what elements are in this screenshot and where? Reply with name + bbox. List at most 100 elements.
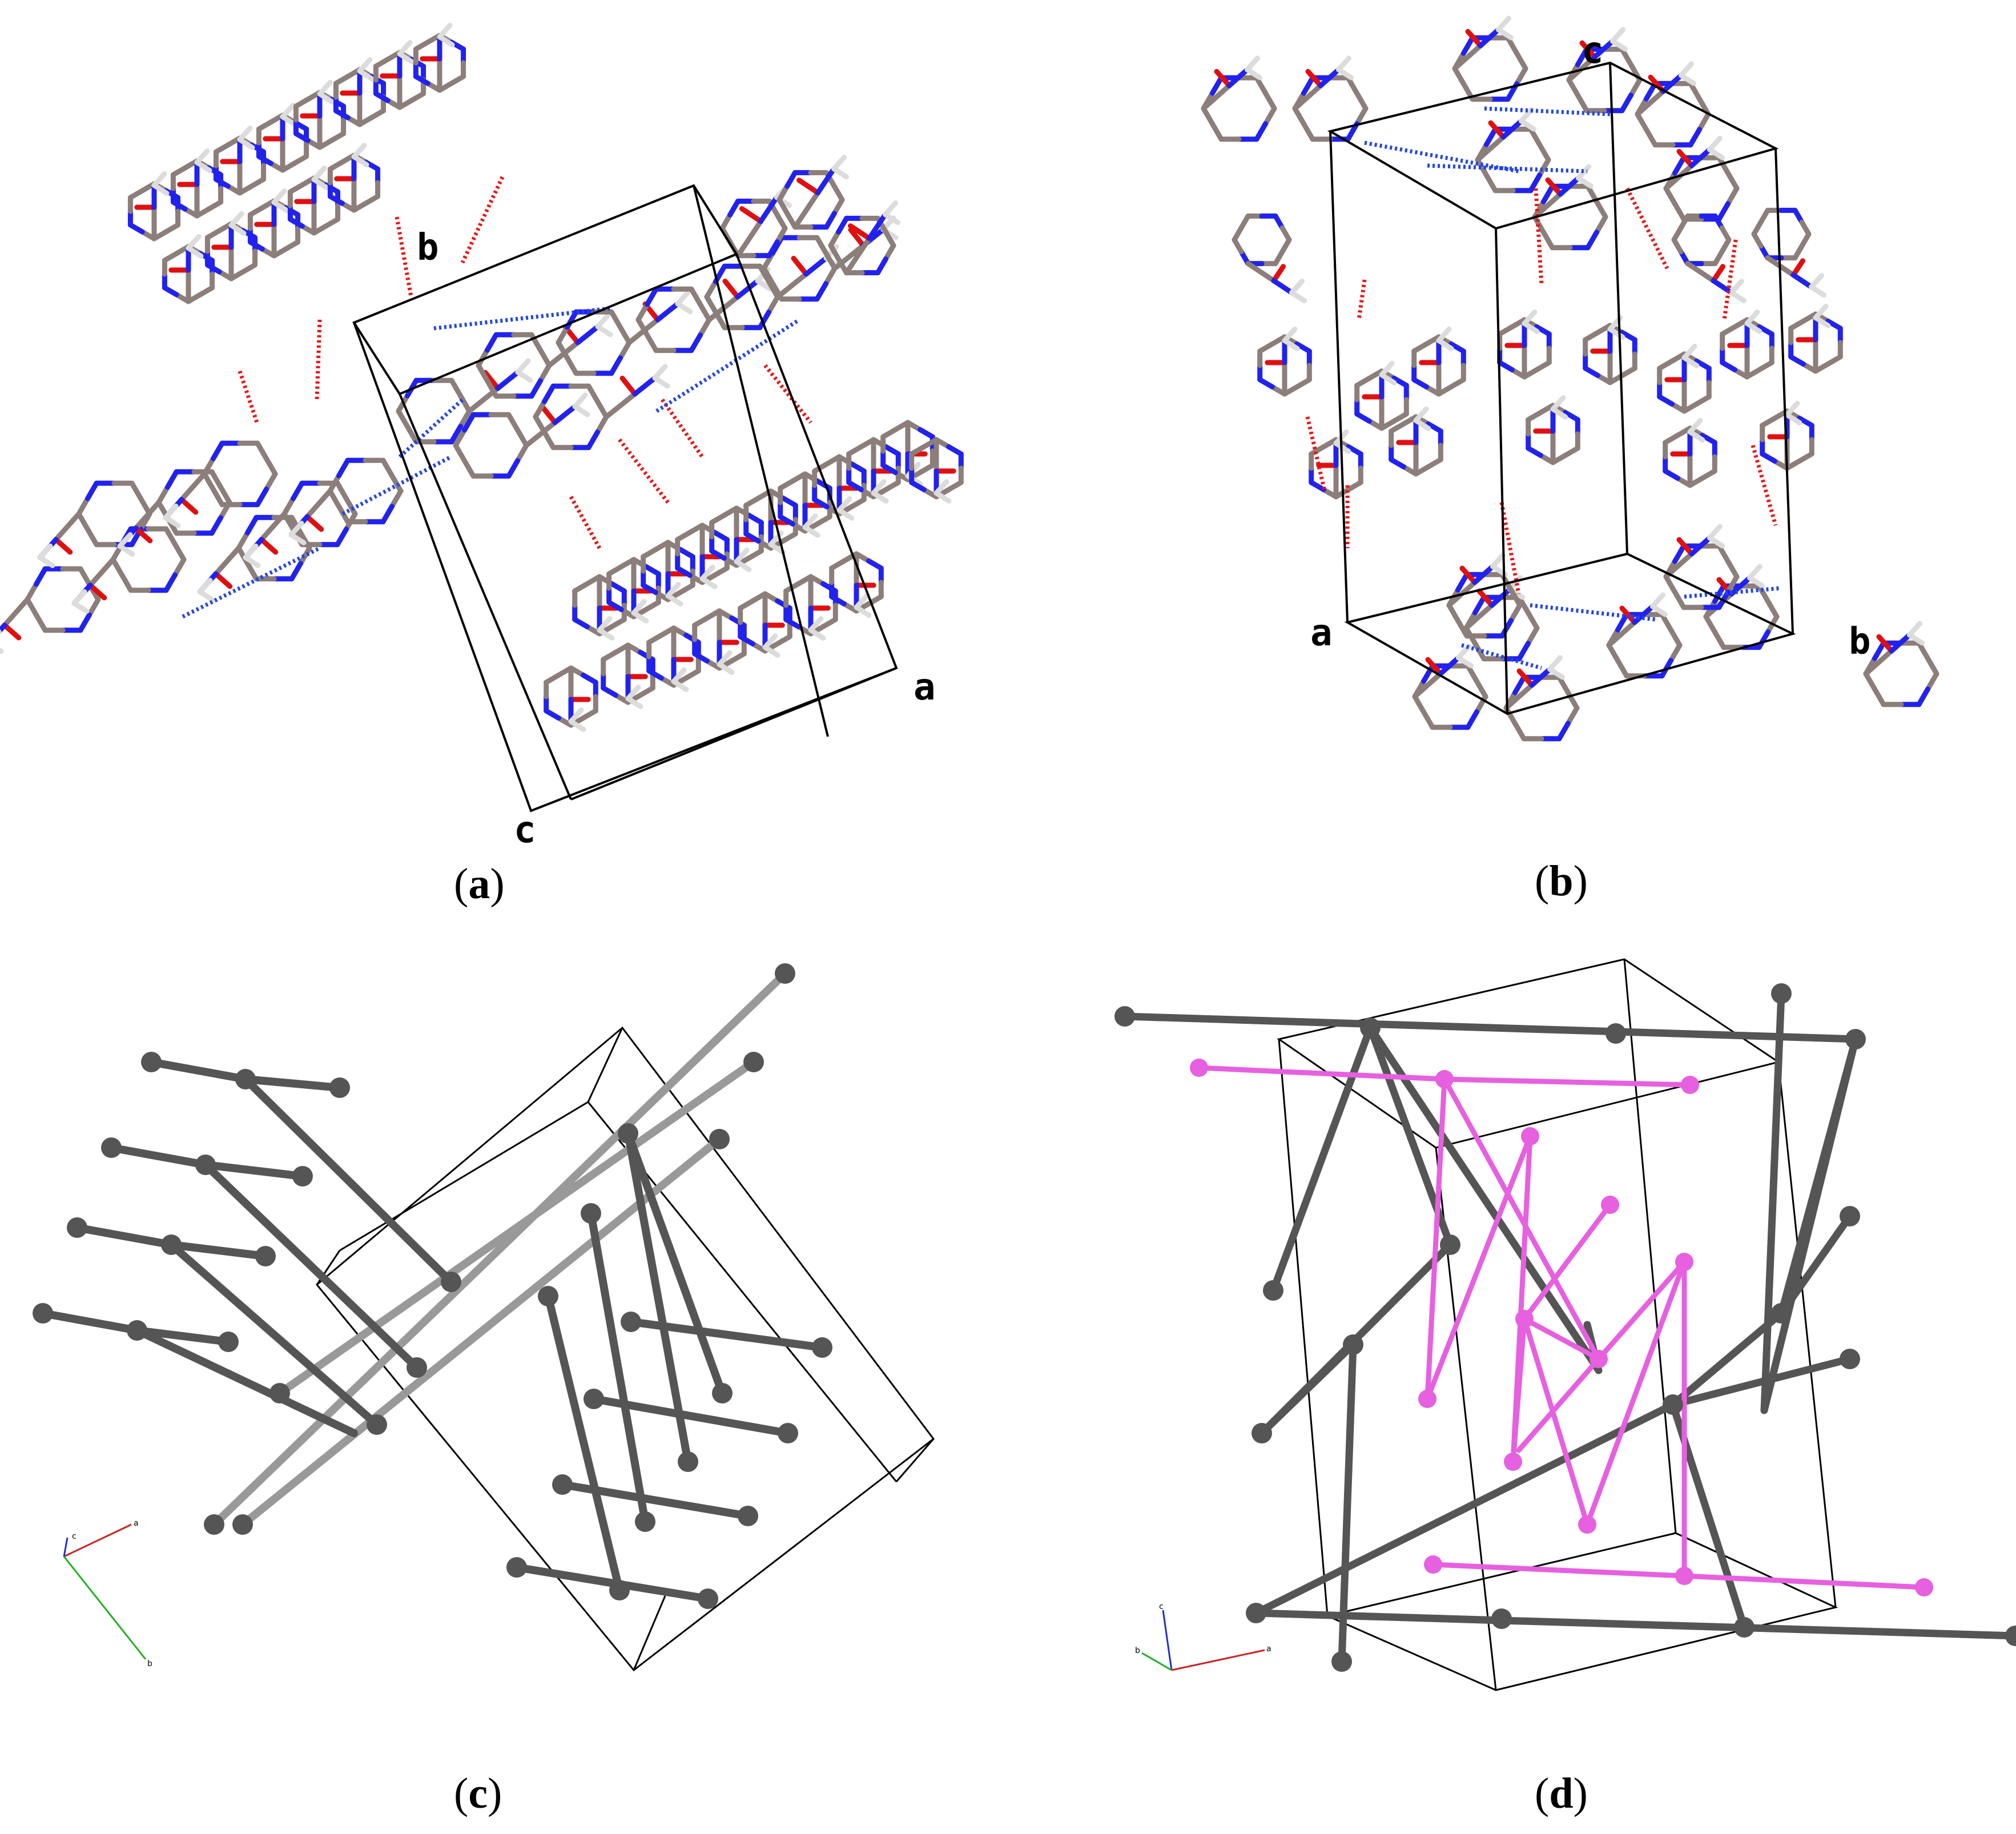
n-h-bond <box>1576 175 1594 189</box>
n-h-bond <box>515 369 533 383</box>
pyrazine-ring <box>1720 317 1774 380</box>
ring-bond <box>211 440 225 461</box>
n-h-bond-contact <box>398 398 464 458</box>
network-node <box>1840 1206 1860 1226</box>
n-h-bond <box>1650 604 1668 617</box>
ring-bond <box>336 457 351 478</box>
panel-d-triad-label-a: a <box>1266 1644 1271 1654</box>
n-h-bond <box>1282 338 1300 351</box>
c-n-bond <box>0 622 7 634</box>
panel-a-axis-label-c: c <box>514 809 536 851</box>
ring-bond <box>1663 186 1677 207</box>
n-h-bond <box>1747 575 1765 589</box>
c-n-bond <box>803 255 829 277</box>
network-edge <box>210 970 789 1529</box>
n-h-bond <box>1496 27 1514 41</box>
ring-bond <box>449 424 463 445</box>
network-node <box>1590 1350 1608 1368</box>
ring-bond <box>1254 75 1268 96</box>
ring-bond <box>1541 230 1555 251</box>
pyrazine-ring <box>1606 612 1683 679</box>
caption-close: ) <box>1573 1769 1588 1817</box>
pyrazine-ring <box>156 469 232 536</box>
c-c-bond <box>735 219 763 259</box>
ring-bond <box>1472 641 1487 662</box>
network-edge <box>544 1292 623 1594</box>
ring-bond <box>1566 77 1580 98</box>
ring-bond <box>453 427 467 448</box>
carboxamide-group <box>1532 164 1594 220</box>
ring-bond <box>1528 126 1542 147</box>
panel-c-triad-label-b: b <box>147 1659 152 1668</box>
ring-bond <box>25 581 39 602</box>
ring-bond <box>1201 106 1215 127</box>
c-c-bond <box>1566 54 1597 83</box>
carboxamide-group <box>568 665 591 732</box>
ring-bond <box>1354 90 1369 111</box>
network-edge <box>1522 1316 1601 1362</box>
panel-a-hydrogen-bonds <box>182 176 812 619</box>
n-h-bond <box>163 515 181 528</box>
ring-bond <box>1575 92 1590 114</box>
pyrazine-ring <box>635 286 712 353</box>
network-edge <box>627 1318 826 1352</box>
ring-bond <box>389 488 404 509</box>
o-h-bond-contact <box>661 398 704 458</box>
n-h-bond <box>755 278 773 292</box>
ring-bond <box>529 332 543 353</box>
c-c-bond <box>133 500 162 531</box>
network-node <box>269 1383 290 1403</box>
c-n-bond <box>867 212 888 242</box>
ring-bond <box>1412 694 1426 715</box>
ring-bond <box>1263 90 1277 111</box>
ring-bond <box>1556 674 1571 695</box>
pyrazine-ring <box>25 566 101 633</box>
network-node <box>552 1474 573 1495</box>
c-c-bond <box>1663 551 1695 580</box>
network-edge <box>133 1326 232 1346</box>
n-h-bond <box>631 610 649 624</box>
o-h-bond-contact <box>238 370 259 424</box>
pyrazine-ring <box>641 540 695 602</box>
c-o-bond <box>1459 565 1478 585</box>
n-h-bond <box>1610 38 1628 52</box>
ring-bond <box>1472 594 1487 616</box>
network-edge <box>1760 990 1785 1414</box>
network-edge <box>133 1326 358 1437</box>
network-node <box>1845 1029 1866 1049</box>
ring-bond <box>449 377 463 399</box>
n-h-bond <box>1809 284 1826 298</box>
ring-bond <box>1421 663 1435 684</box>
n-h-bond <box>568 719 586 732</box>
c-o-bond <box>1676 148 1695 168</box>
pyrazine-ring <box>1201 75 1277 142</box>
carboxamide-group <box>1245 261 1307 304</box>
ring-bond <box>1635 111 1649 132</box>
carboxamide-group <box>1796 304 1831 374</box>
n-h-bond <box>288 532 307 545</box>
ring-bond <box>586 429 600 451</box>
n-h-bond <box>397 51 415 65</box>
c-c-bond <box>213 545 242 577</box>
network-node <box>1114 1006 1135 1027</box>
panel-c-triad-label-c: c <box>72 1532 77 1541</box>
ring-bond <box>476 347 490 368</box>
c-n-bond <box>1790 272 1814 290</box>
network-node <box>538 1286 558 1306</box>
c-o-bond <box>796 178 820 196</box>
c-c-bond <box>775 271 809 300</box>
ring-bond <box>1526 625 1540 646</box>
network-node <box>1675 1253 1693 1271</box>
carboxamide-group <box>1664 344 1700 414</box>
c-n-bond <box>1226 67 1250 89</box>
ring-bond <box>110 557 124 578</box>
panel-b-hydrogen-bonds <box>1305 106 1782 670</box>
ring-bond <box>713 309 727 331</box>
network-edge <box>1510 1316 1527 1465</box>
ring-bond <box>1541 183 1555 204</box>
n-h-bond <box>597 628 615 641</box>
ring-bond <box>1455 618 1470 639</box>
carboxamide-group <box>1504 309 1540 380</box>
pyrazine-ring <box>202 440 278 508</box>
carboxamide-group <box>1265 327 1300 397</box>
